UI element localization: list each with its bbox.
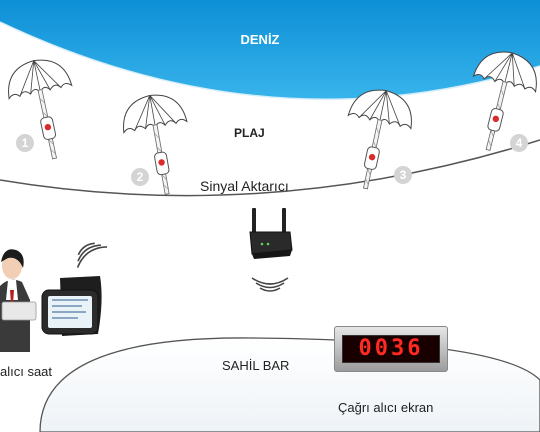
router-icon — [249, 208, 293, 259]
beach-bar-label: SAHİL BAR — [222, 358, 290, 373]
signal-waves-icon — [69, 235, 108, 269]
sea-label: DENİZ — [240, 32, 280, 47]
umbrella-2 — [117, 89, 200, 200]
sea-area — [0, 0, 540, 100]
umbrella-1 — [1, 53, 87, 166]
beach-boundary — [0, 139, 540, 197]
bar-area — [39, 337, 540, 432]
receiver-watch-label: alıcı saat — [0, 364, 53, 379]
smartwatch-icon — [41, 276, 102, 336]
display-number: 0036 — [358, 336, 424, 361]
call-receiver-screen-label: Çağrı alıcı ekran — [338, 400, 434, 415]
signal-relay-label: Sinyal Aktarıcı — [200, 178, 289, 194]
umbrella-number-2: 2 — [131, 168, 149, 186]
display-panel: 0036 — [342, 335, 440, 363]
signal-waves-icon — [251, 277, 289, 292]
waiter-icon — [0, 249, 37, 352]
beach-label: PLAJ — [234, 126, 265, 140]
umbrella-number-3: 3 — [394, 166, 412, 184]
call-receiver-display: 0036 — [334, 326, 448, 372]
umbrella-number-1: 1 — [16, 134, 34, 152]
umbrella-number-4: 4 — [510, 134, 528, 152]
